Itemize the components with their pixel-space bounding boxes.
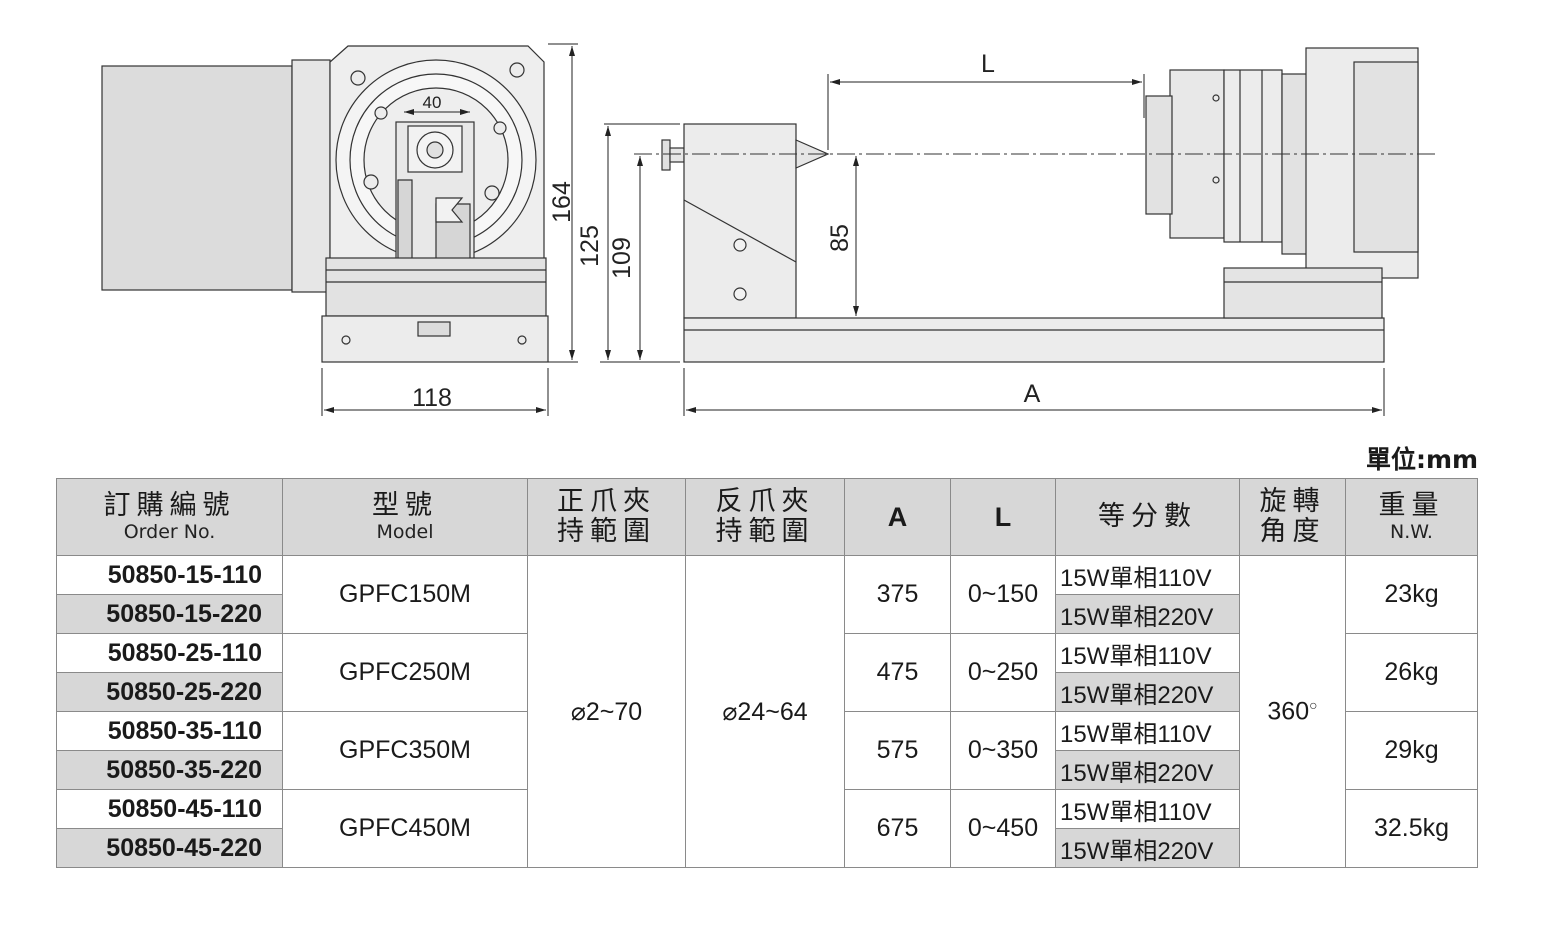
order-number-cell: 50850-45-220 xyxy=(56,828,283,868)
col-rev-clamp-header: 反爪夾持範圍 xyxy=(685,478,845,556)
A-cell: 375 xyxy=(844,555,951,634)
dim-85-label: 85 xyxy=(826,224,854,252)
table-row: 50850-35-110 GPFC350M 575 0~350 15W單相110… xyxy=(56,711,1478,790)
A-cell: 675 xyxy=(844,789,951,868)
L-cell: 0~350 xyxy=(950,711,1056,790)
power-cell: 15W單相220V xyxy=(1055,828,1240,868)
order-number-cell: 50850-25-220 xyxy=(56,672,283,712)
power-cell: 15W單相220V xyxy=(1055,594,1240,634)
order-number-cell: 50850-45-110 xyxy=(56,789,283,829)
power-cell: 15W單相110V xyxy=(1055,789,1240,829)
technical-drawing: 40 164 125 109 85 118 L A xyxy=(101,43,1436,416)
model-cell: GPFC450M xyxy=(282,789,528,868)
order-number-cell: 50850-35-110 xyxy=(56,711,283,751)
order-number-cell: 50850-25-110 xyxy=(56,633,283,673)
table-row: 50850-45-220 15W單相220V xyxy=(56,828,1478,868)
power-cell: 15W單相220V xyxy=(1055,750,1240,790)
col-A-header: A xyxy=(844,478,951,556)
col-rotation-header: 旋轉角度 xyxy=(1239,478,1346,556)
A-cell: 575 xyxy=(844,711,951,790)
table-row: 50850-15-220 15W單相220V xyxy=(56,594,1478,634)
weight-cell: 29kg xyxy=(1345,711,1478,790)
dim-118-label: 118 xyxy=(412,384,452,412)
model-cell: GPFC150M xyxy=(282,555,528,634)
col-L-header: L xyxy=(950,478,1056,556)
unit-label: 單位:mm xyxy=(1366,445,1479,474)
dim-125-label: 125 xyxy=(576,225,604,267)
A-cell: 475 xyxy=(844,633,951,712)
model-cell: GPFC350M xyxy=(282,711,528,790)
table-row: 50850-45-110 GPFC450M 675 0~450 15W單相110… xyxy=(56,789,1478,868)
dim-L-label: L xyxy=(981,50,995,78)
col-divisions-header: 等分數 xyxy=(1055,478,1240,556)
power-cell: 15W單相110V xyxy=(1055,555,1240,595)
model-cell: GPFC250M xyxy=(282,633,528,712)
dim-164-label: 164 xyxy=(548,181,576,223)
power-cell: 15W單相220V xyxy=(1055,672,1240,712)
power-cell: 15W單相110V xyxy=(1055,633,1240,673)
rotation-cell: 360○ xyxy=(1239,555,1346,868)
dim-40-label: 40 xyxy=(423,93,442,112)
col-pos-clamp-header: 正爪夾持範圍 xyxy=(527,478,686,556)
order-number-cell: 50850-35-220 xyxy=(56,750,283,790)
weight-cell: 23kg xyxy=(1345,555,1478,634)
table-row: 50850-35-220 15W單相220V xyxy=(56,750,1478,790)
order-number-cell: 50850-15-220 xyxy=(56,594,283,634)
rev-clamp-cell: ⌀24~64 xyxy=(685,555,845,868)
tailstock-assembly-side-view xyxy=(661,47,1419,363)
power-cell: 15W單相110V xyxy=(1055,711,1240,751)
table-row: 50850-15-110 GPFC150M ⌀2~70 ⌀24~64 375 0… xyxy=(56,555,1478,868)
weight-cell: 26kg xyxy=(1345,633,1478,712)
pos-clamp-cell: ⌀2~70 xyxy=(527,555,686,868)
dim-109-label: 109 xyxy=(608,237,636,279)
L-cell: 0~450 xyxy=(950,789,1056,868)
order-number-cell: 50850-15-110 xyxy=(56,555,283,595)
table-row: 50850-25-220 15W單相220V xyxy=(56,672,1478,712)
L-cell: 0~150 xyxy=(950,555,1056,634)
rotary-table-front-view xyxy=(101,45,549,363)
L-cell: 0~250 xyxy=(950,633,1056,712)
weight-cell: 32.5kg xyxy=(1345,789,1478,868)
dim-A-label: A xyxy=(1024,380,1041,408)
